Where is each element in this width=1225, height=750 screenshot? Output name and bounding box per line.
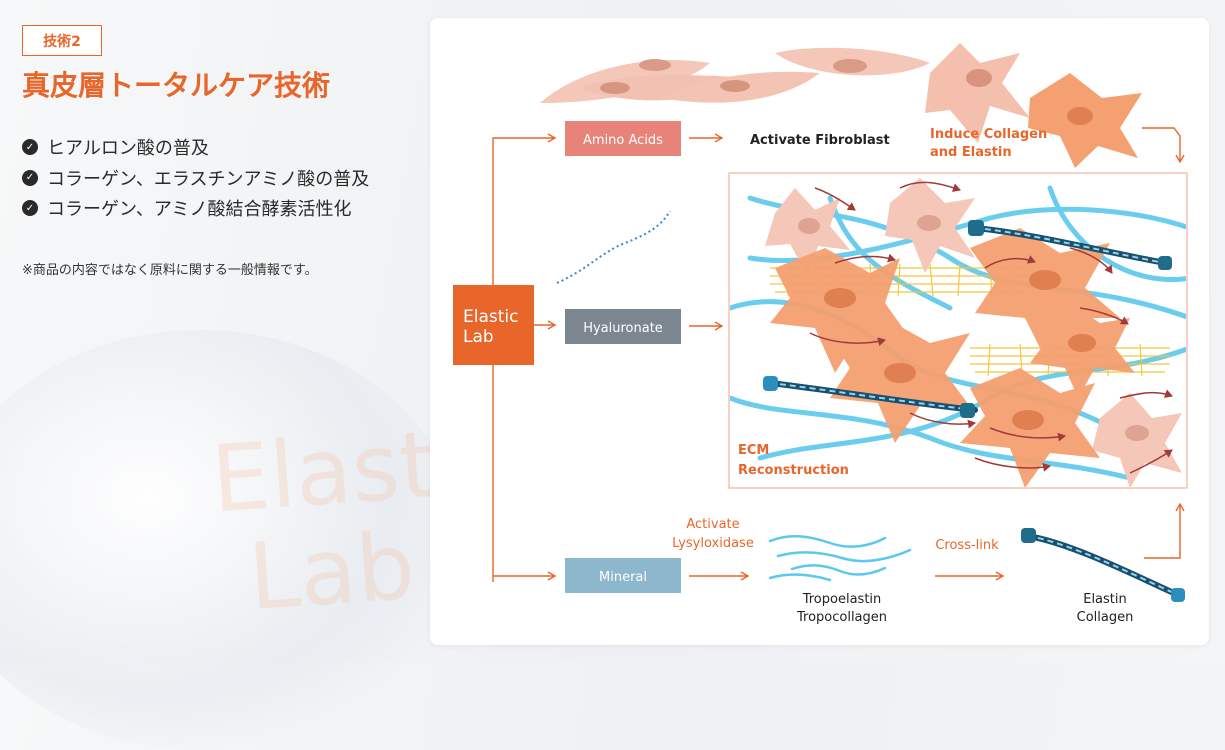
ecm-label-line1: ECM bbox=[738, 443, 769, 458]
disclaimer-note: ※商品の内容ではなく原料に関する一般情報です。 bbox=[22, 263, 318, 278]
elastin-collagen-fiber bbox=[1021, 528, 1185, 602]
mechanism-diagram: Elastic Lab Amino Acids Hyaluronate Mine… bbox=[453, 43, 1188, 625]
elastin-label-line1: Elastin bbox=[1083, 592, 1127, 607]
tropo-label-line1: Tropoelastin bbox=[802, 592, 882, 607]
list-item: ✓ ヒアルロン酸の普及 bbox=[22, 132, 369, 163]
activate-label-line2: Lysyloxidase bbox=[672, 536, 754, 551]
amino-acids-box bbox=[565, 121, 681, 156]
crosslink-label: Cross-link bbox=[935, 538, 999, 553]
list-item: ✓ コラーゲン、エラスチンアミノ酸の普及 bbox=[22, 163, 369, 194]
tropoelastin-strands bbox=[768, 535, 912, 582]
list-item: ✓ コラーゲン、アミノ酸結合酵素活性化 bbox=[22, 193, 369, 224]
hyaluronate-box bbox=[565, 309, 681, 344]
source-label-line1: Elastic bbox=[463, 307, 518, 327]
tropo-label-line2: Tropocollagen bbox=[796, 610, 887, 625]
check-circle-icon: ✓ bbox=[22, 169, 38, 186]
flow-connectors bbox=[492, 127, 1185, 582]
feature-list: ✓ ヒアルロン酸の普及 ✓ コラーゲン、エラスチンアミノ酸の普及 ✓ コラーゲン… bbox=[22, 132, 369, 224]
ecm-label-line2: Reconstruction bbox=[738, 463, 849, 478]
fibroblast-cells-top bbox=[540, 43, 1142, 168]
page-title: 真皮層トータルケア技術 bbox=[22, 69, 331, 102]
elastic-lab-source-box bbox=[453, 285, 534, 365]
collagen-fiber bbox=[763, 220, 1172, 418]
amino-acids-label: Amino Acids bbox=[583, 133, 663, 148]
interaction-arrows bbox=[809, 181, 1173, 474]
mineral-label: Mineral bbox=[599, 570, 647, 585]
elastin-label-line2: Collagen bbox=[1077, 610, 1134, 625]
activate-label-line1: Activate bbox=[686, 517, 739, 532]
check-circle-icon: ✓ bbox=[22, 139, 38, 156]
induce-label-line2: and Elastin bbox=[930, 145, 1012, 160]
hyaluronate-chain bbox=[556, 210, 671, 284]
diagram-card: Elastic Lab Amino Acids Hyaluronate Mine… bbox=[430, 18, 1209, 645]
ecm-illustration bbox=[730, 178, 1186, 487]
mineral-box bbox=[565, 558, 681, 593]
activate-fibroblast-label: Activate Fibroblast bbox=[750, 133, 890, 148]
induce-label-line1: Induce Collagen bbox=[930, 127, 1047, 142]
technology-tag: 技術2 bbox=[22, 25, 102, 56]
hyaluronate-label: Hyaluronate bbox=[583, 321, 663, 336]
check-circle-icon: ✓ bbox=[22, 200, 38, 217]
source-label-line2: Lab bbox=[463, 327, 494, 347]
